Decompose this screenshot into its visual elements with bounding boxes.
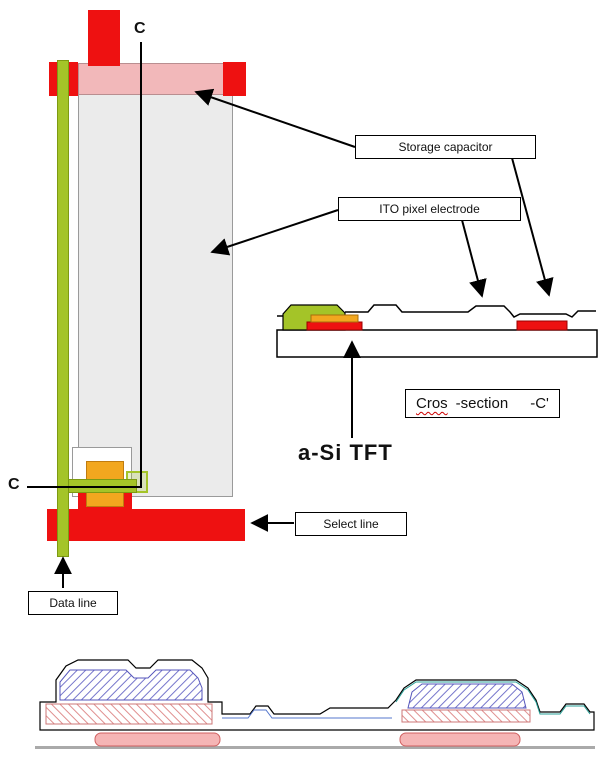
bottom-right-blue-hatch xyxy=(407,683,527,709)
cross-section-word3: -C' xyxy=(530,395,549,412)
arrow-storage-to-section xyxy=(511,157,554,297)
section-label-c-left: C xyxy=(8,476,20,493)
ito-pixel-electrode-region xyxy=(78,63,233,497)
cross-section-detail xyxy=(276,304,598,358)
cross-section-word1: Cros xyxy=(416,395,448,412)
bottom-left-blue-hatch xyxy=(59,669,203,701)
bottom-profile-outline xyxy=(39,659,595,731)
bottom-cross-section xyxy=(35,659,595,749)
select-line-bar xyxy=(47,509,245,541)
data-line-label: Data line xyxy=(28,591,118,615)
gate-line-top-stub xyxy=(88,10,120,66)
bottom-gate-left xyxy=(94,732,221,747)
cross-section-gate-green xyxy=(282,304,346,331)
cross-section-word2: -section xyxy=(455,395,509,412)
cross-section-title: Cros -section -C' xyxy=(405,389,560,418)
asi-tft-label: a-Si TFT xyxy=(298,440,393,465)
storage-capacitor-region xyxy=(78,63,225,95)
select-line-label: Select line xyxy=(295,512,407,536)
section-label-c-top: C xyxy=(134,20,146,37)
bottom-mid-blue-line xyxy=(222,709,392,719)
gate-line-right-block xyxy=(223,62,246,96)
data-line-bar xyxy=(57,60,69,557)
storage-capacitor-label: Storage capacitor xyxy=(355,135,536,159)
cross-section-asi-red xyxy=(306,321,363,331)
cross-section-storage-red xyxy=(516,320,568,331)
tft-source-branch xyxy=(57,479,137,493)
cross-section-substrate xyxy=(276,329,598,358)
arrow-ito-to-section xyxy=(461,219,487,298)
cross-section-contact-orange xyxy=(310,314,359,323)
cross-section-ito-profile xyxy=(277,304,596,318)
bottom-teal-line xyxy=(395,681,591,715)
ito-pixel-electrode-label: ITO pixel electrode xyxy=(338,197,521,221)
bottom-baseline xyxy=(35,746,595,749)
bottom-gate-right xyxy=(399,732,521,747)
bottom-right-pink-hatch xyxy=(401,709,531,723)
bottom-left-pink-hatch xyxy=(45,703,213,725)
